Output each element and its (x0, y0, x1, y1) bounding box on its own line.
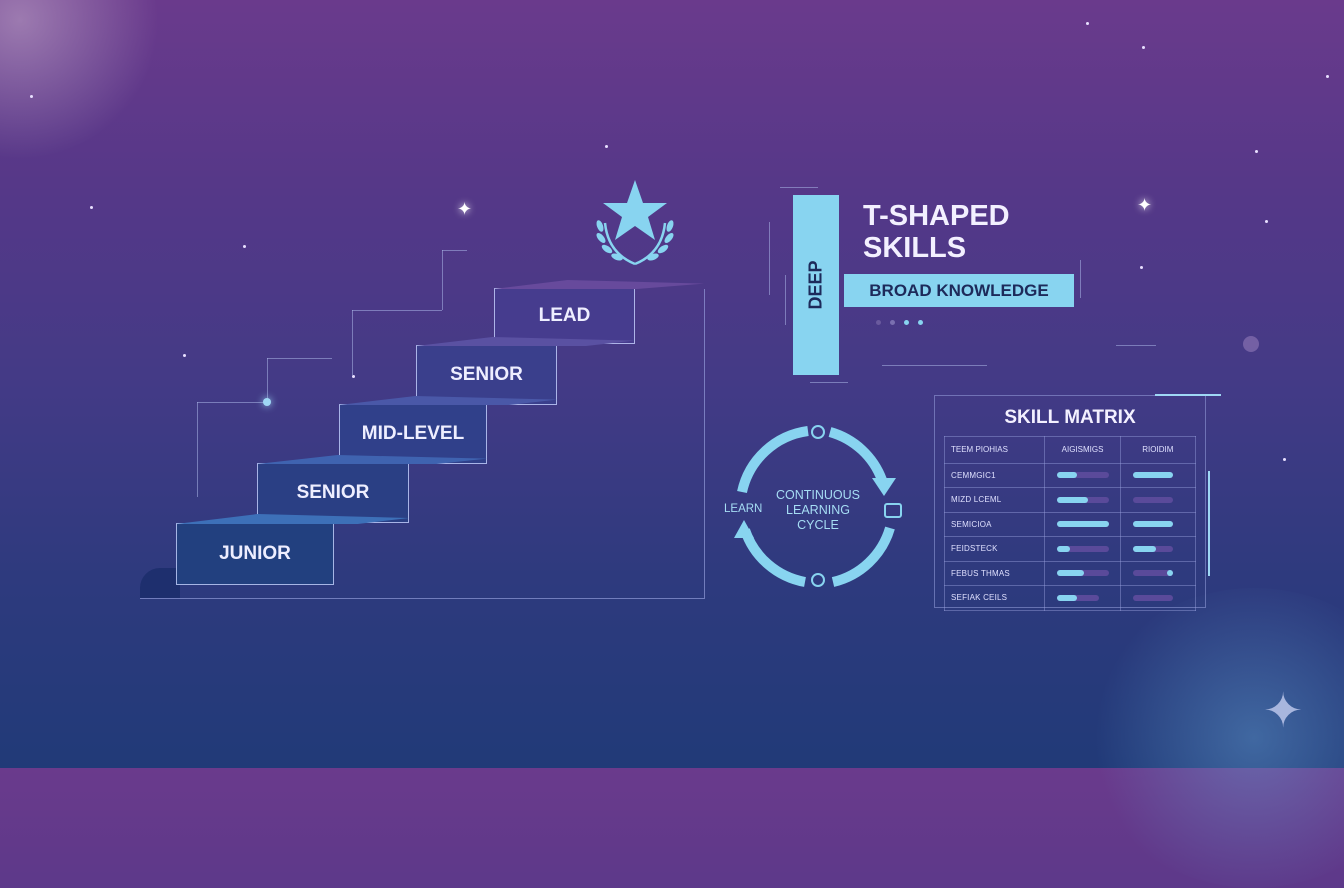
glow-node (263, 398, 271, 406)
star-dot (1142, 46, 1145, 49)
skill-bar (1132, 496, 1173, 503)
sparkle-icon: ✦ (1137, 195, 1153, 215)
step-senior-lower: SENIOR (257, 463, 409, 523)
circuit-line (197, 402, 198, 497)
tread (176, 514, 409, 524)
table-row: SEMICIOA (943, 511, 1197, 537)
skill-matrix-table: TEEM PIOHIAS AIGISMIGS RIOIDIM CEMMGIC1 … (943, 436, 1197, 611)
tread (494, 280, 704, 289)
staircase-frame (140, 289, 705, 599)
accent-line (1155, 394, 1221, 396)
deco-line (1080, 260, 1081, 298)
star-dot (1265, 220, 1268, 223)
magnifier-icon (811, 573, 825, 587)
circuit-line (267, 358, 268, 403)
circuit-line (352, 310, 353, 375)
pager-dot (890, 320, 895, 325)
star-dot (1326, 75, 1329, 78)
tread (339, 396, 557, 405)
star-dot (243, 245, 246, 248)
learning-cycle-ring (734, 425, 902, 587)
star-dot (1255, 150, 1258, 153)
deco-line (882, 365, 987, 366)
pager-dot (918, 320, 923, 325)
skill-bar (1057, 545, 1110, 552)
skill-bar (1132, 545, 1173, 552)
deep-bar: DEEP (793, 195, 839, 375)
table-row: FEIDSTECK (943, 536, 1197, 562)
blur-orb (1243, 336, 1259, 352)
tread (257, 455, 487, 464)
star-dot (90, 206, 93, 209)
tread (416, 337, 634, 346)
deco-line (810, 382, 848, 383)
sparkle-icon: ✦ (457, 199, 473, 219)
table-header-row: TEEM PIOHIAS AIGISMIGS RIOIDIM (943, 436, 1197, 464)
step-lead: LEAD (494, 288, 635, 344)
base-shadow (140, 568, 180, 598)
circuit-line (267, 358, 332, 359)
pager-dot (904, 320, 909, 325)
t-shaped-title: T-SHAPED SKILLS (863, 200, 1010, 264)
star-dot (1140, 266, 1143, 269)
skill-bar (1132, 521, 1173, 528)
table-row: SEFIAK CEILS (943, 585, 1197, 611)
deco-line (785, 275, 786, 325)
corner-glow (1084, 588, 1344, 888)
sparkle-icon: ✦ (1263, 685, 1304, 738)
skill-bar (1132, 472, 1173, 479)
skill-matrix-title: SKILL MATRIX (1004, 407, 1136, 428)
star-dot (30, 95, 33, 98)
scrollbar[interactable] (1208, 471, 1210, 576)
table-row: FEBUS THMAS (943, 560, 1197, 586)
step-senior-upper: SENIOR (416, 345, 557, 405)
rocket-icon (811, 425, 825, 439)
step-junior: JUNIOR (176, 523, 334, 585)
star-dot (352, 375, 355, 378)
circuit-line (442, 250, 443, 310)
skill-bar (1057, 472, 1110, 479)
deco-line (769, 222, 770, 295)
table-row: CEMMGIC1 (943, 462, 1197, 488)
step-mid-level: MID-LEVEL (339, 404, 487, 464)
skill-bar (1057, 496, 1110, 503)
circuit-line (197, 402, 267, 403)
star-dot (1283, 458, 1286, 461)
star-dot (1086, 22, 1089, 25)
circuit-line (442, 250, 467, 251)
corner-glow (0, 0, 160, 160)
skill-bar (1132, 570, 1173, 577)
skill-matrix-panel: SKILL MATRIX TEEM PIOHIAS AIGISMIGS RIOI… (934, 394, 1221, 611)
broad-bar: BROAD KNOWLEDGE (844, 274, 1074, 307)
pager-dot (876, 320, 881, 325)
skill-bar (1132, 594, 1173, 601)
table-row: MIZD LCEML (943, 487, 1197, 513)
star-dot (605, 145, 608, 148)
skill-bar (1057, 570, 1110, 577)
deco-line (1116, 345, 1156, 346)
cycle-center-text: CONTINUOUS LEARNING CYCLE (775, 488, 861, 532)
skill-bar (1057, 594, 1100, 601)
board-icon (884, 503, 902, 518)
learn-label: LEARN (724, 503, 763, 515)
circuit-line (352, 310, 442, 311)
star-laurel-icon (596, 180, 674, 266)
skill-bar (1057, 521, 1110, 528)
deco-line (780, 187, 818, 188)
star-dot (183, 354, 186, 357)
